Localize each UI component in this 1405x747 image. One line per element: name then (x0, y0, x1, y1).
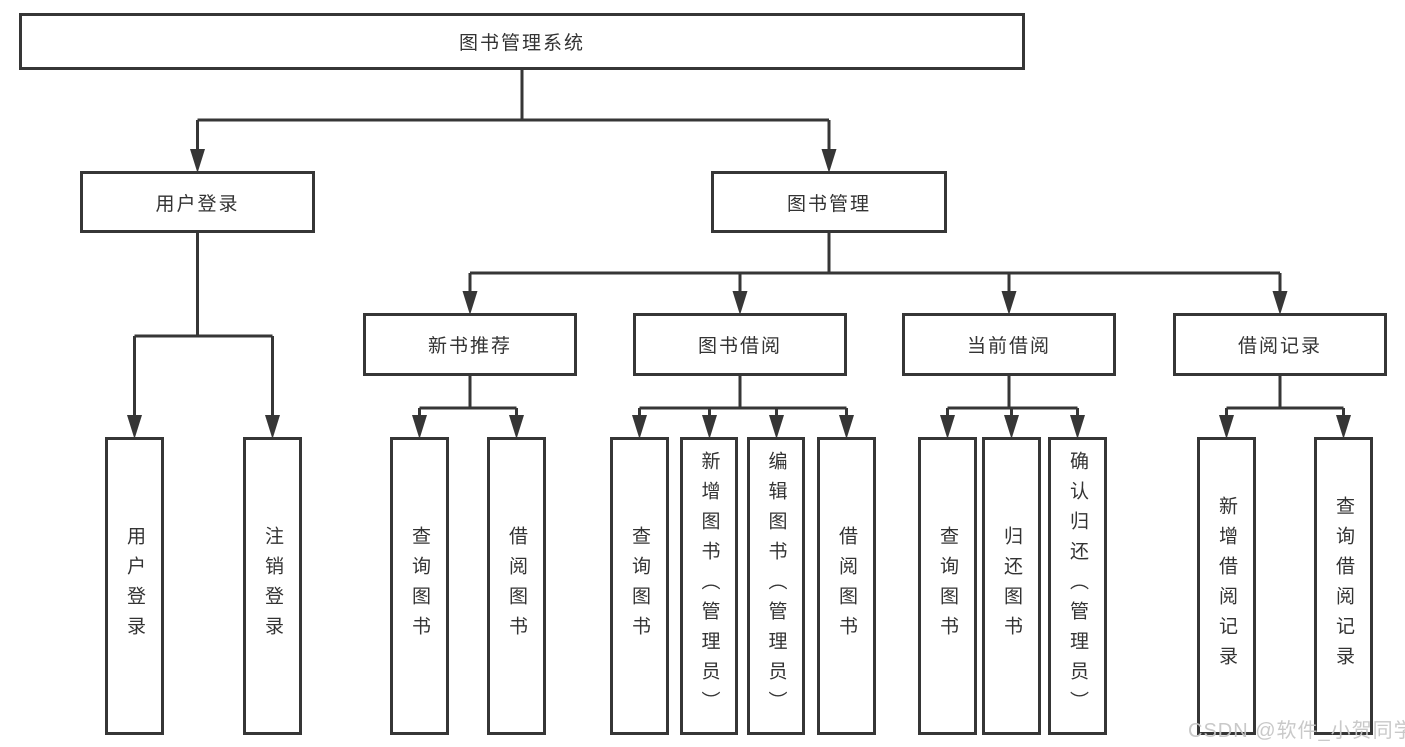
node-user-login: 用户登录 (80, 171, 315, 233)
leaf-confirm-return-admin: 确认归还（管理员） (1048, 437, 1107, 735)
node-new-book-recommend: 新书推荐 (363, 313, 577, 376)
leaf-query-borrow-record: 查询借阅记录 (1314, 437, 1373, 735)
node-book-management: 图书管理 (711, 171, 947, 233)
leaf-edit-books-admin: 编辑图书（管理员） (747, 437, 805, 735)
node-current-borrow: 当前借阅 (902, 313, 1116, 376)
leaf-borrow-books-recommend: 借阅图书 (487, 437, 546, 735)
leaf-user-login: 用户登录 (105, 437, 164, 735)
leaf-query-books-recommend: 查询图书 (390, 437, 449, 735)
leaf-return-books: 归还图书 (982, 437, 1041, 735)
watermark: CSDN @软件_小贺同学 (1188, 720, 1405, 742)
leaf-borrow-books-borrow: 借阅图书 (817, 437, 876, 735)
node-borrow-records: 借阅记录 (1173, 313, 1387, 376)
leaf-add-books-admin: 新增图书（管理员） (680, 437, 738, 735)
leaf-query-books-current: 查询图书 (918, 437, 977, 735)
leaf-logout: 注销登录 (243, 437, 302, 735)
leaf-query-books-borrow: 查询图书 (610, 437, 669, 735)
leaf-add-borrow-record: 新增借阅记录 (1197, 437, 1256, 735)
node-book-borrow: 图书借阅 (633, 313, 847, 376)
node-library-system: 图书管理系统 (19, 13, 1025, 70)
